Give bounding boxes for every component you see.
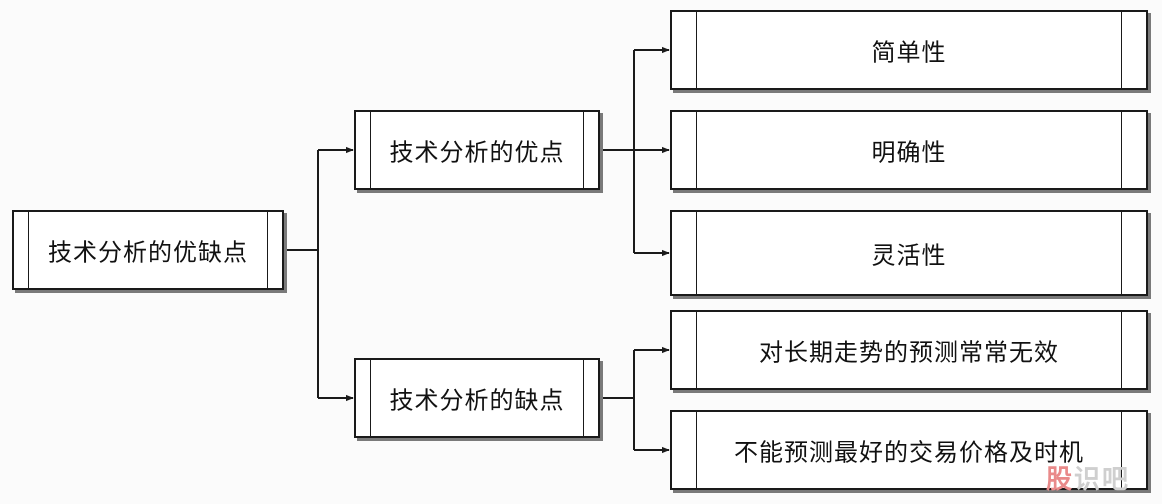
leaf-node-long-term-forecast: 对长期走势的预测常常无效 (670, 310, 1148, 390)
root-node: 技术分析的优缺点 (12, 210, 284, 290)
branch-node-disadvantages: 技术分析的缺点 (354, 358, 600, 438)
watermark-text: 识吧 (1073, 465, 1130, 495)
branch-node-advantages: 技术分析的优点 (354, 110, 600, 190)
leaf-node-trade-timing: 不能预测最好的交易价格及时机 (670, 410, 1148, 490)
leaf-node-label: 不能预测最好的交易价格及时机 (734, 438, 1084, 467)
leaf-node-simplicity: 简单性 (670, 10, 1148, 90)
leaf-node-label: 灵活性 (871, 241, 947, 270)
leaf-node-clarity: 明确性 (670, 110, 1148, 190)
leaf-node-label: 对长期走势的预测常常无效 (759, 338, 1059, 367)
leaf-node-label: 明确性 (871, 138, 947, 167)
leaf-node-flexibility: 灵活性 (670, 210, 1148, 296)
branch-node-label: 技术分析的优点 (389, 138, 565, 167)
leaf-node-label: 简单性 (871, 38, 947, 67)
root-node-label: 技术分析的优缺点 (48, 238, 248, 267)
watermark-logo-char: 股 (1045, 465, 1074, 495)
branch-node-label: 技术分析的缺点 (389, 386, 565, 415)
watermark: 股识吧 (1046, 459, 1130, 496)
